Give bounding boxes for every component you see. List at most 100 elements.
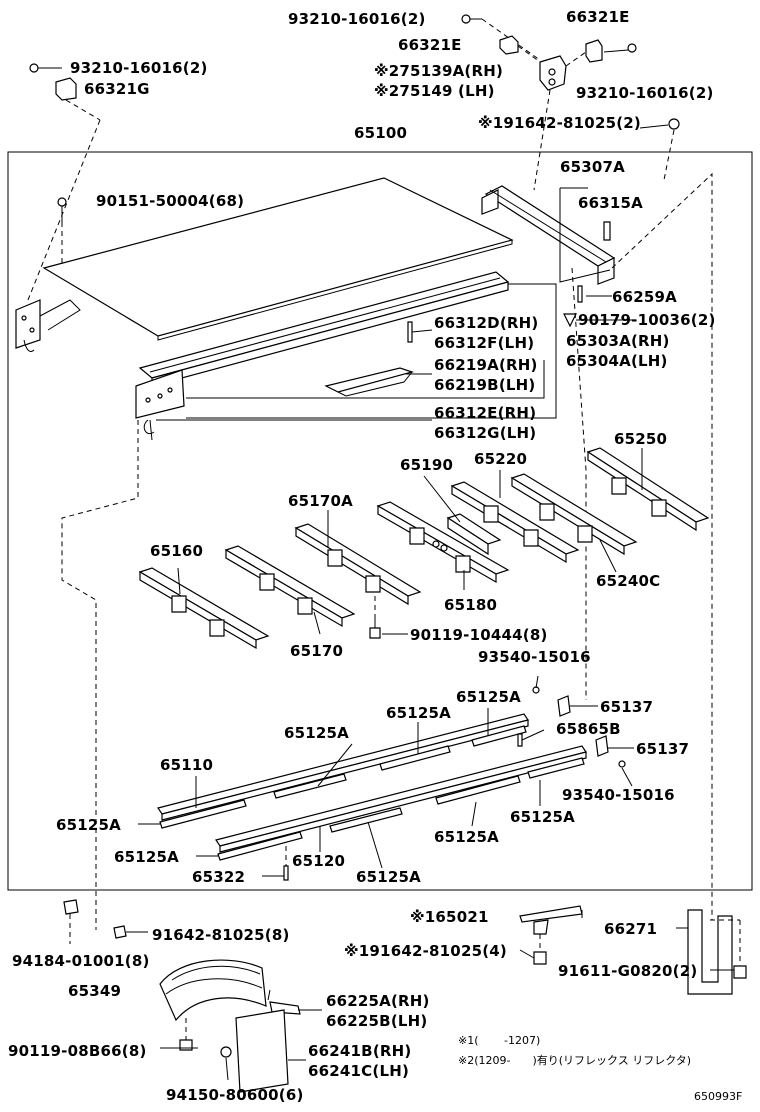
crossmember-65180 [376, 501, 510, 584]
label-65307A: 65307A [560, 158, 625, 176]
label-91642-8: 91642-81025(8) [152, 926, 290, 944]
label-66312G: 66312G(LH) [434, 424, 536, 442]
bolt-93540-bot [618, 760, 626, 768]
label-65160: 65160 [150, 542, 203, 560]
label-65125A-c: 65125A [284, 724, 349, 742]
mudguard-65349 [159, 959, 267, 1022]
label-66312E: 66312E(RH) [434, 404, 536, 422]
label-65137-a: 65137 [600, 698, 653, 716]
bolt-93210-right [603, 43, 637, 53]
nut-94150 [220, 1046, 232, 1058]
note-2: ※2(1209- )有り(リフレックス リフレクタ) [458, 1053, 691, 1067]
label-65125A-f: 65125A [434, 828, 499, 846]
label-94184: 94184-01001(8) [12, 952, 150, 970]
crossmember-65240C [510, 473, 638, 556]
label-66321E-right: 66321E [566, 8, 630, 26]
label-66241B: 66241B(RH) [308, 1042, 411, 1060]
label-65125A-e: 65125A [56, 816, 121, 834]
bracket-66321G [55, 77, 77, 101]
label-66259A: 66259A [612, 288, 677, 306]
bolt-91611 [733, 965, 747, 979]
crossmember-65220 [450, 481, 580, 564]
note-1: ※1( -1207) [458, 1034, 540, 1047]
sill-65110 [157, 713, 529, 821]
label-65865B: 65865B [556, 720, 621, 738]
label-66312F: 66312F(LH) [434, 334, 534, 352]
label-66315A: 66315A [578, 194, 643, 212]
crossmember-65250 [586, 447, 710, 532]
pin-65322 [283, 865, 289, 881]
label-66321E-mid: 66321E [398, 36, 462, 54]
label-65125A-a: 65125A [456, 688, 521, 706]
label-65125A-g: 65125A [114, 848, 179, 866]
label-65170: 65170 [290, 642, 343, 660]
label-66225B: 66225B(LH) [326, 1012, 427, 1030]
screw-90151 [57, 197, 67, 222]
pin-66312D [407, 321, 413, 343]
label-91611: 91611-G0820(2) [558, 962, 697, 980]
label-65110: 65110 [160, 756, 213, 774]
bracket-65137-bot [595, 735, 609, 757]
label-90151: 90151-50004(68) [96, 192, 244, 210]
label-65304A: 65304A(LH) [566, 352, 668, 370]
crossmember-65170 [224, 545, 356, 628]
bolt-91642-8 [113, 925, 127, 939]
label-65170A: 65170A [288, 492, 353, 510]
label-65100: 65100 [354, 124, 407, 142]
washer-94184 [63, 899, 79, 915]
bracket-66219A [324, 367, 415, 397]
crossmember-65190 [446, 513, 502, 556]
bolt-93210-left [29, 63, 62, 73]
label-65322: 65322 [192, 868, 245, 886]
label-65125A-h: 65125A [356, 868, 421, 886]
deck-panel [42, 177, 514, 341]
label-91642-4: ※191642-81025(4) [344, 942, 507, 960]
bracket-65137-top [557, 695, 571, 717]
mudflap-66241B [235, 1009, 289, 1093]
label-65220: 65220 [474, 450, 527, 468]
label-66321G: 66321G [84, 80, 150, 98]
label-66271: 66271 [604, 920, 657, 938]
sill-65120 [215, 745, 587, 853]
label-65303A: 65303A(RH) [566, 332, 670, 350]
label-75149: ※275149 (LH) [374, 82, 495, 100]
label-66241C: 66241C(LH) [308, 1062, 409, 1080]
side-rail-65303A [135, 271, 510, 419]
label-65125A-d: 65125A [510, 808, 575, 826]
label-93210-right: 93210-16016(2) [576, 84, 714, 102]
label-65021: ※165021 [410, 908, 489, 926]
label-75139A: ※275139A(RH) [374, 62, 503, 80]
pin-66315A [603, 221, 611, 241]
crossmember-65170A [294, 523, 422, 606]
pin-65865B [517, 733, 523, 747]
label-65190: 65190 [400, 456, 453, 474]
label-66219B: 66219B(LH) [434, 376, 535, 394]
label-91642-top: ※191642-81025(2) [478, 114, 641, 132]
label-65240C: 65240C [596, 572, 660, 590]
label-90179: 90179-10036(2) [578, 311, 716, 329]
label-93540-top: 93540-15016 [478, 648, 591, 666]
assembly-frame [7, 151, 753, 891]
bolt-91642-4 [533, 951, 547, 965]
bolt-91642-top [639, 118, 680, 130]
label-65120: 65120 [292, 852, 345, 870]
rear-rail-65307A [481, 185, 616, 285]
label-93540-bot: 93540-15016 [562, 786, 675, 804]
label-65349: 65349 [68, 982, 121, 1000]
label-65180: 65180 [444, 596, 497, 614]
label-90119-08B66: 90119-08B66(8) [8, 1042, 147, 1060]
strips-65125A [159, 725, 585, 861]
bracket-66321E-mid [499, 35, 519, 55]
figure-id: 650993F [694, 1090, 742, 1103]
label-90119-10444: 90119-10444(8) [410, 626, 548, 644]
label-66312D: 66312D(RH) [434, 314, 538, 332]
screw-90179 [563, 313, 577, 328]
hanger-66271 [687, 909, 733, 995]
label-65250: 65250 [614, 430, 667, 448]
hook-66312E [143, 419, 155, 441]
label-93210-left: 93210-16016(2) [70, 59, 208, 77]
label-65125A-b: 65125A [386, 704, 451, 722]
crossmember-65160 [138, 567, 270, 650]
bracket-65021 [519, 905, 583, 935]
